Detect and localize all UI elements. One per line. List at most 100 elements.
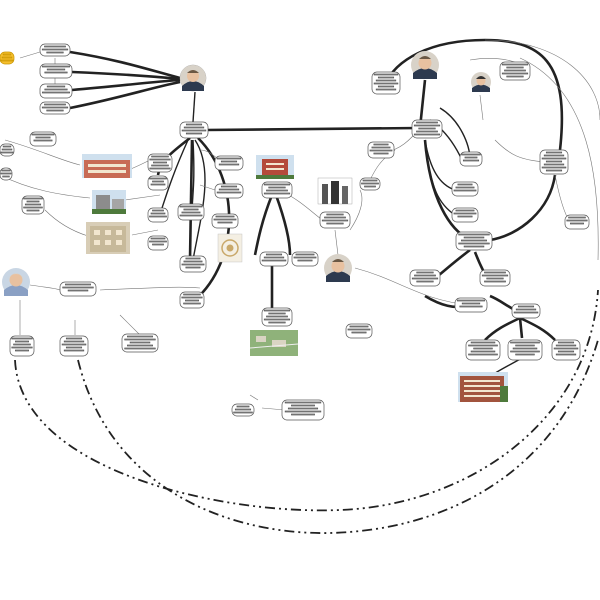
diagram-node <box>39 83 73 99</box>
diagram-node <box>371 71 401 95</box>
diagram-node <box>147 153 173 173</box>
building-photo <box>86 222 130 254</box>
edge <box>494 139 546 163</box>
diagram-node <box>479 269 511 287</box>
building-photo <box>92 190 126 214</box>
edge <box>554 174 571 223</box>
diagram-node <box>147 235 169 251</box>
edge <box>249 394 259 401</box>
diagram-node <box>451 181 479 197</box>
portrait-photo <box>324 254 352 282</box>
diagram-node <box>261 307 293 327</box>
diagram-node <box>499 61 531 81</box>
diagram-node <box>359 177 381 191</box>
diagram-node <box>21 195 45 215</box>
diagram-node <box>0 51 15 65</box>
edge <box>19 51 41 59</box>
diagram-node <box>454 297 488 313</box>
diagram-node <box>451 207 479 223</box>
diagram-node <box>409 269 441 287</box>
portraits-layer <box>2 51 491 296</box>
edge <box>484 39 600 121</box>
edge <box>192 91 196 123</box>
diagram-node <box>281 399 325 421</box>
edge <box>44 209 89 237</box>
edge <box>349 189 363 231</box>
diagram-node <box>465 339 501 361</box>
edge <box>479 94 484 121</box>
edge <box>69 50 181 80</box>
aerial-map-photo <box>249 330 299 356</box>
edge <box>199 184 216 191</box>
edge <box>192 139 206 261</box>
edge <box>334 229 339 256</box>
diagram-node <box>345 323 373 339</box>
edge <box>484 316 521 341</box>
diagram-node <box>179 291 205 309</box>
edge <box>204 126 421 132</box>
diagram-node <box>177 203 205 221</box>
diagram-node <box>259 251 289 267</box>
diagram-node <box>291 251 319 267</box>
diagram-node <box>459 151 483 167</box>
edge <box>253 194 274 256</box>
diagram-node <box>455 231 493 251</box>
edge <box>124 194 161 201</box>
diagram-node <box>0 167 13 181</box>
diagram-node <box>39 63 73 79</box>
diagram-node <box>507 339 543 361</box>
edge <box>4 139 81 166</box>
edge <box>484 38 564 151</box>
diagram-node <box>211 213 239 229</box>
diagram-node <box>214 155 244 171</box>
edge <box>71 78 181 92</box>
diagram-node <box>511 303 541 319</box>
diagram-node <box>39 101 71 115</box>
building-photo <box>317 177 353 205</box>
diagram-node <box>121 333 159 353</box>
edge <box>77 339 599 534</box>
edge <box>489 174 557 242</box>
building-photo <box>82 154 132 178</box>
diagram-node <box>367 141 395 159</box>
diagram-node <box>59 281 97 297</box>
edge <box>519 57 599 261</box>
diagram-node <box>29 131 57 147</box>
edge <box>354 267 471 306</box>
edge <box>71 70 181 81</box>
emblem-image <box>217 233 243 263</box>
portrait-photo <box>2 268 30 296</box>
diagram-node <box>551 339 581 361</box>
diagram-node <box>9 335 35 357</box>
building-photo <box>256 155 294 179</box>
edge <box>274 194 292 256</box>
edge <box>69 80 181 110</box>
edge <box>131 229 159 236</box>
images-layer <box>82 154 508 402</box>
diagram-node <box>539 149 569 175</box>
building-photo <box>458 372 508 402</box>
diagram-node <box>59 335 89 357</box>
diagram-node <box>147 207 169 223</box>
edge <box>518 317 524 339</box>
diagram-node <box>179 121 209 139</box>
diagram-node <box>411 119 443 139</box>
portrait-photo <box>179 64 207 92</box>
edge <box>489 294 516 312</box>
edge <box>519 316 556 341</box>
portrait-photo <box>471 72 491 92</box>
portrait-photo <box>411 51 439 79</box>
edge <box>188 139 194 261</box>
diagram-node <box>261 181 293 199</box>
edge <box>119 314 141 336</box>
diagram-node <box>319 211 351 229</box>
diagram-node <box>179 255 207 273</box>
diagram-node <box>39 43 71 57</box>
diagram-node <box>0 143 15 157</box>
diagram-node <box>231 403 255 417</box>
diagram-node <box>564 214 590 230</box>
diagram-node <box>214 183 244 199</box>
edge <box>261 407 286 411</box>
nodes-layer <box>0 43 590 421</box>
